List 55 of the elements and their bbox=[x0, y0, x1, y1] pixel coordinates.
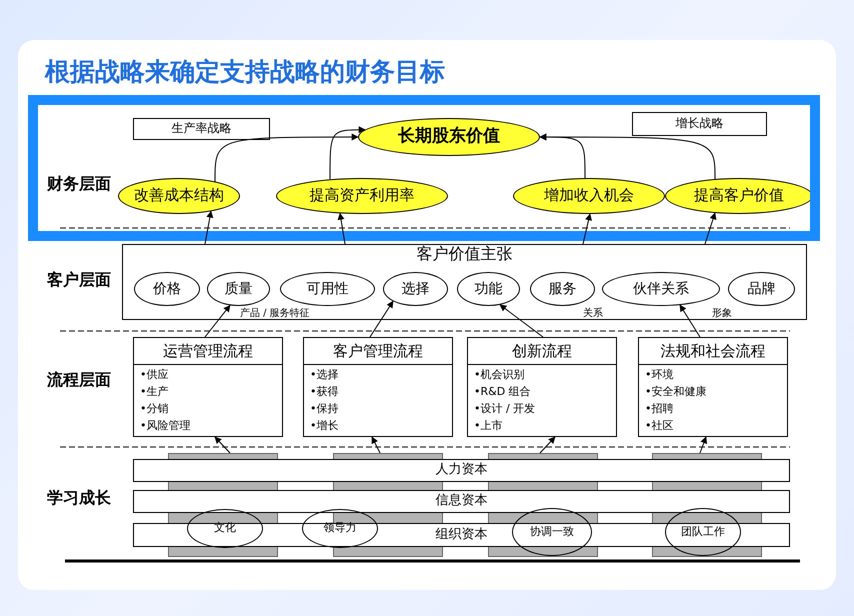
list-item: •增长 bbox=[310, 418, 340, 433]
factor-ellipse: 协调一致 bbox=[512, 508, 592, 556]
value-proposition-box bbox=[122, 244, 807, 320]
arrow bbox=[499, 304, 544, 338]
list-item: •环境 bbox=[645, 367, 674, 382]
list-item: •生产 bbox=[140, 384, 170, 399]
process-box bbox=[133, 337, 283, 437]
layer-label: 财务层面 bbox=[47, 174, 111, 195]
list-item: •社区 bbox=[645, 418, 674, 433]
arrow bbox=[330, 126, 366, 180]
list-item: •R&D 组合 bbox=[474, 384, 532, 399]
list-item: •保持 bbox=[310, 401, 340, 416]
arrow bbox=[370, 300, 394, 338]
process-title: 运营管理流程 bbox=[134, 338, 282, 365]
arrow bbox=[214, 134, 359, 182]
group-label: 产品 / 服务特征 bbox=[240, 306, 310, 320]
list-item: •设计 / 开发 bbox=[474, 401, 536, 416]
arrow bbox=[372, 436, 380, 454]
layer-label: 客户层面 bbox=[47, 270, 111, 291]
arrow bbox=[680, 304, 700, 338]
group-label: 形象 bbox=[712, 307, 732, 320]
arrow bbox=[582, 213, 592, 244]
arrow bbox=[540, 436, 556, 454]
list-item: •供应 bbox=[140, 367, 170, 382]
list-item: •招聘 bbox=[645, 401, 674, 416]
process-box bbox=[467, 337, 617, 437]
process-title: 客户管理流程 bbox=[304, 338, 452, 365]
list-item: •上市 bbox=[474, 418, 504, 433]
layer-label: 学习成长 bbox=[47, 488, 111, 509]
group-label: 关系 bbox=[583, 306, 603, 320]
arrow bbox=[204, 210, 214, 244]
list-item: •风险管理 bbox=[140, 418, 192, 433]
arrow bbox=[214, 436, 230, 454]
process-box bbox=[638, 337, 788, 437]
arrow bbox=[338, 212, 346, 244]
capital-bar: 信息资本 bbox=[133, 490, 790, 513]
strategy-box: 生产率战略 bbox=[133, 118, 270, 140]
list-item: •获得 bbox=[310, 384, 340, 399]
arrow bbox=[539, 134, 716, 180]
arrow bbox=[204, 304, 230, 338]
process-box bbox=[303, 337, 453, 437]
process-title: 法规和社会流程 bbox=[639, 338, 787, 365]
list-item: •选择 bbox=[310, 367, 340, 382]
process-title: 创新流程 bbox=[468, 338, 616, 365]
arrow bbox=[700, 436, 708, 454]
factor-ellipse: 团队工作 bbox=[665, 508, 741, 556]
arrow bbox=[704, 212, 716, 244]
layer-label: 流程层面 bbox=[47, 370, 111, 391]
box-title: 客户价值主张 bbox=[416, 245, 512, 264]
list-item: •安全和健康 bbox=[645, 384, 708, 399]
strategy-box: 增长战略 bbox=[632, 112, 767, 136]
list-item: •机会识别 bbox=[474, 367, 526, 382]
title: 根据战略来确定支持战略的财务目标 bbox=[45, 56, 445, 88]
list-item: •分销 bbox=[140, 401, 170, 416]
capital-bar: 人力资本 bbox=[133, 459, 790, 482]
